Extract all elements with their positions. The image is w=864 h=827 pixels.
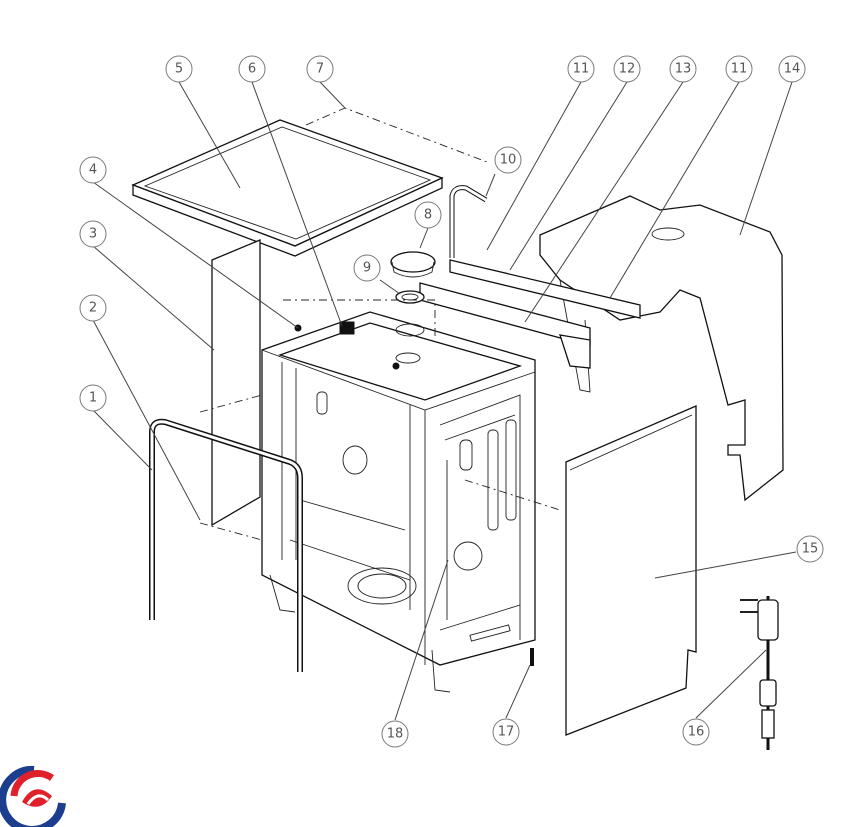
- svg-text:11: 11: [731, 62, 748, 77]
- svg-text:3: 3: [89, 227, 97, 242]
- callout-14: 14: [778, 55, 806, 83]
- callout-15: 15: [796, 535, 824, 563]
- svg-text:9: 9: [363, 261, 371, 276]
- callout-13: 13: [669, 55, 697, 83]
- svg-text:12: 12: [619, 62, 636, 77]
- callout-16: 16: [682, 718, 710, 746]
- part-16-connector: [759, 679, 777, 707]
- part-14-hole: [651, 227, 685, 241]
- part-3-side-panel: [211, 239, 261, 527]
- svg-text:13: 13: [675, 62, 692, 77]
- part-5-top-cover: [131, 119, 444, 247]
- part-9-seal: [395, 290, 425, 304]
- svg-text:1: 1: [89, 391, 97, 406]
- callout-1: 1: [79, 384, 107, 412]
- brand-logo: [0, 765, 66, 827]
- callout-5: 5: [165, 55, 193, 83]
- callout-18: 18: [381, 720, 409, 748]
- part-16-plug: [757, 599, 779, 641]
- part-12-rail: [449, 259, 641, 319]
- callout-11a: 11: [567, 55, 595, 83]
- part-4-screw-b: [392, 362, 400, 370]
- svg-text:18: 18: [387, 727, 404, 742]
- callout-11b: 11: [725, 55, 753, 83]
- callout-7: 7: [306, 55, 334, 83]
- svg-text:14: 14: [784, 62, 801, 77]
- part-10-hose-inner: [450, 186, 487, 258]
- callout-17: 17: [492, 718, 520, 746]
- callout-6: 6: [238, 55, 266, 83]
- svg-text:15: 15: [802, 542, 819, 557]
- svg-text:4: 4: [89, 163, 97, 178]
- part-8-cap: [390, 251, 436, 273]
- svg-text:8: 8: [424, 208, 432, 223]
- svg-text:11: 11: [573, 62, 590, 77]
- svg-text:6: 6: [248, 62, 256, 77]
- callout-2: 2: [79, 294, 107, 322]
- callout-4: 4: [79, 156, 107, 184]
- svg-text:7: 7: [316, 62, 324, 77]
- callout-8: 8: [414, 201, 442, 229]
- part-13-bracket: [559, 334, 591, 369]
- svg-text:10: 10: [500, 153, 517, 168]
- part-6-clip: [339, 321, 355, 335]
- svg-text:17: 17: [498, 725, 515, 740]
- callout-10: 10: [494, 146, 522, 174]
- part-15-side-panel: [565, 405, 697, 736]
- svg-text:5: 5: [175, 62, 183, 77]
- callout-12: 12: [613, 55, 641, 83]
- part-16-connector-b: [761, 709, 775, 739]
- tub-cabinet: [261, 311, 536, 666]
- callout-9: 9: [353, 254, 381, 282]
- svg-text:16: 16: [688, 725, 705, 740]
- callout-3: 3: [79, 220, 107, 248]
- svg-text:2: 2: [89, 301, 97, 316]
